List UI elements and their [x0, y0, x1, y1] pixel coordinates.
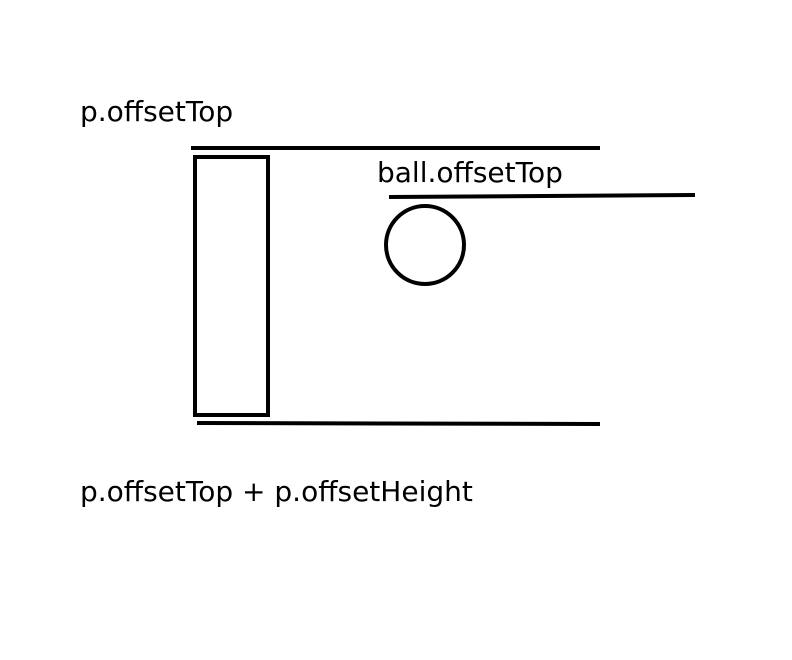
ball-circle	[384, 204, 466, 286]
paddle-bottom-label: p.offsetTop + p.offsetHeight	[80, 475, 473, 508]
ball-top-label: ball.offsetTop	[377, 156, 563, 189]
paddle-bottom-line	[196, 421, 601, 426]
ball-top-line	[388, 193, 696, 199]
paddle-rect	[193, 155, 270, 417]
paddle-top-label: p.offsetTop	[80, 95, 233, 128]
